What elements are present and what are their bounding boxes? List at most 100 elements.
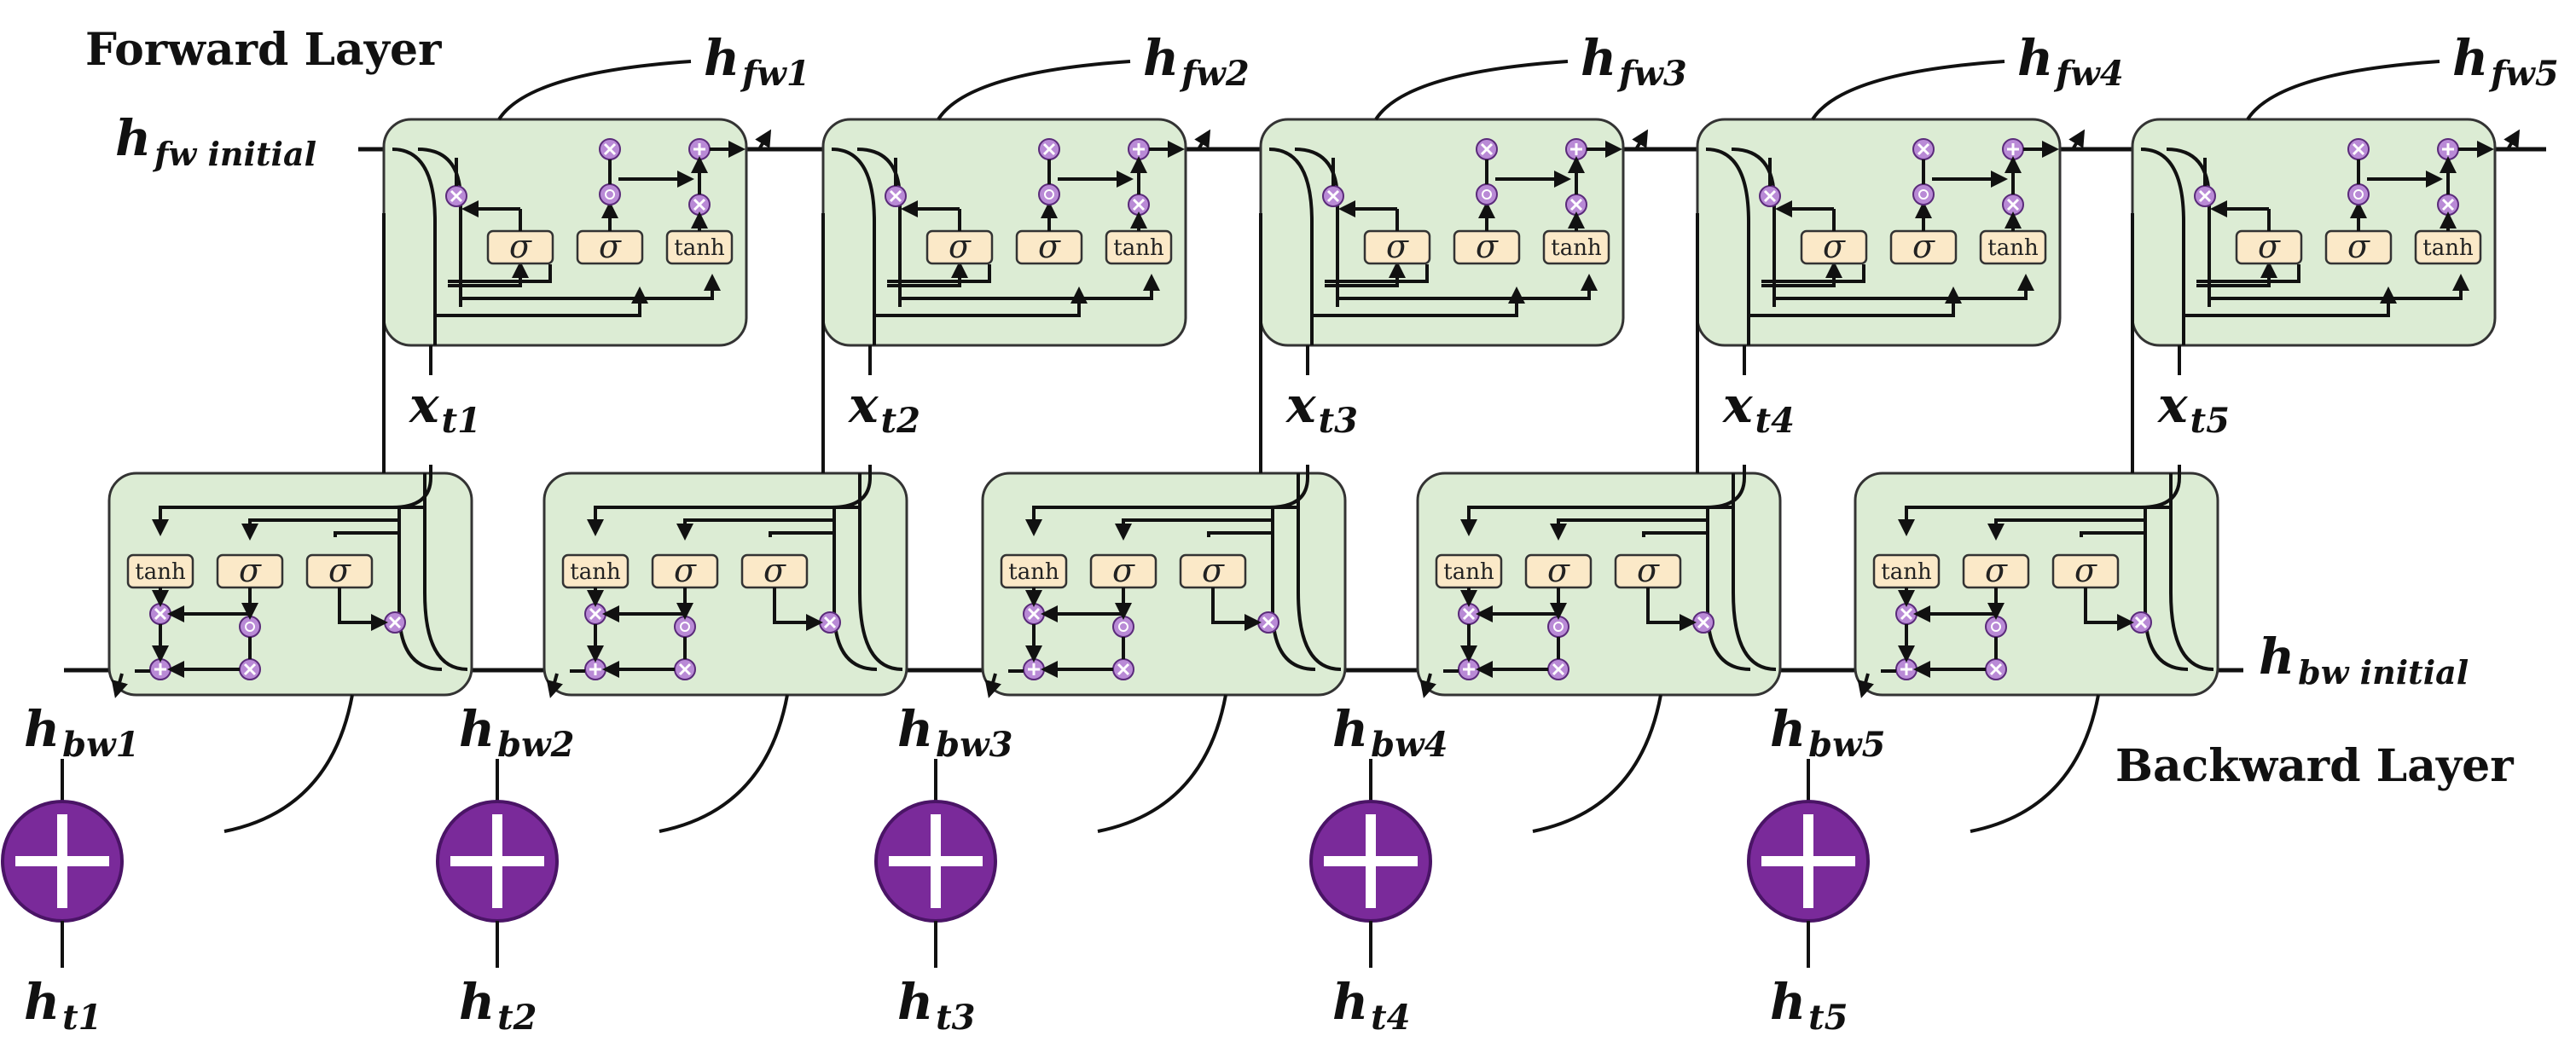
connector-path bbox=[2080, 531, 2145, 537]
h-fw-label: hfw2 bbox=[1143, 29, 1250, 94]
op-glyph bbox=[2441, 198, 2455, 211]
gate-label: tanh bbox=[1987, 235, 2039, 261]
tanh-gate: tanh bbox=[1000, 553, 1068, 589]
sigma-gate: σ bbox=[1453, 228, 1521, 265]
connector-path bbox=[2140, 148, 2185, 345]
multiply-op-icon bbox=[584, 603, 606, 625]
connector-path bbox=[769, 531, 834, 537]
gate-label: σ bbox=[328, 552, 351, 589]
sigma-gate: σ bbox=[1363, 228, 1431, 265]
op-glyph bbox=[2353, 189, 2364, 200]
connector-path bbox=[448, 264, 552, 283]
tanh-op-icon bbox=[1547, 616, 1569, 638]
connector-path bbox=[1097, 694, 1227, 833]
connector-path bbox=[241, 518, 399, 541]
tanh-op-icon bbox=[674, 616, 696, 638]
op-circle bbox=[1112, 616, 1134, 638]
op-glyph bbox=[154, 607, 167, 621]
op-glyph bbox=[2352, 142, 2365, 156]
tanh-op-icon bbox=[599, 183, 621, 205]
gate-label: σ bbox=[2347, 228, 2370, 265]
connector-path bbox=[1337, 274, 1598, 300]
multiply-op-icon bbox=[1023, 603, 1045, 625]
op-glyph bbox=[1132, 198, 1146, 211]
op-glyph bbox=[605, 189, 615, 200]
op-glyph bbox=[823, 616, 837, 629]
op-circle bbox=[674, 616, 696, 638]
add-op-icon bbox=[1895, 658, 1917, 680]
op-glyph bbox=[1326, 189, 1340, 203]
connector-path bbox=[587, 506, 860, 536]
connector-path bbox=[887, 261, 968, 287]
op-glyph bbox=[1117, 663, 1130, 676]
sigma-gate: σ bbox=[1524, 552, 1593, 589]
op-glyph bbox=[1697, 616, 1710, 629]
multiply-op-icon bbox=[1476, 138, 1498, 160]
op-glyph bbox=[245, 622, 255, 632]
gate-label: tanh bbox=[135, 559, 186, 585]
multiply-op-icon bbox=[445, 185, 467, 207]
connector-path bbox=[1550, 518, 1708, 541]
tanh-gate: tanh bbox=[1979, 229, 2047, 265]
op-glyph bbox=[1991, 622, 2001, 632]
multiply-op-icon bbox=[2194, 185, 2216, 207]
op-glyph bbox=[1900, 607, 1913, 621]
tanh-op-icon bbox=[2347, 183, 2370, 205]
connector-path bbox=[887, 264, 991, 283]
op-glyph bbox=[693, 198, 706, 211]
op-glyph bbox=[2134, 616, 2148, 629]
h-t-output-label: ht3 bbox=[897, 973, 975, 1038]
gate-label: σ bbox=[1476, 228, 1499, 265]
connector-path bbox=[1325, 264, 1429, 283]
connector-path bbox=[1970, 694, 2100, 833]
gate-label: tanh bbox=[1551, 235, 1602, 261]
sigma-gate: σ bbox=[1179, 552, 1247, 589]
h-t-output-label: ht5 bbox=[1770, 973, 1848, 1038]
op-circle bbox=[1547, 616, 1569, 638]
op-glyph bbox=[1552, 663, 1565, 676]
gate-label: σ bbox=[1547, 552, 1570, 589]
connector-path bbox=[2169, 473, 2214, 671]
op-glyph bbox=[2198, 189, 2212, 203]
sigma-gate: σ bbox=[651, 552, 719, 589]
cell-box bbox=[107, 472, 473, 697]
op-glyph bbox=[1027, 607, 1041, 621]
tanh-op-icon bbox=[1912, 183, 1935, 205]
connector-path bbox=[392, 465, 432, 509]
h-fw-label: hfw1 bbox=[704, 29, 810, 94]
add-op-icon bbox=[688, 138, 711, 160]
multiply-op-icon bbox=[1128, 194, 1150, 216]
add-op-icon bbox=[1458, 658, 1480, 680]
op-glyph bbox=[388, 616, 402, 629]
connector-path bbox=[1532, 694, 1662, 833]
connector-path bbox=[2140, 465, 2181, 509]
backward-layer-title: Backward Layer bbox=[2115, 740, 2514, 792]
op-glyph bbox=[1989, 663, 2003, 676]
op-circle bbox=[2347, 183, 2370, 205]
multiply-op-icon bbox=[885, 185, 907, 207]
connector-path bbox=[1632, 129, 1649, 151]
connector-path bbox=[2084, 587, 2134, 631]
op-glyph bbox=[450, 189, 463, 203]
connector-path bbox=[1325, 261, 1406, 287]
sum-node-icon bbox=[1, 800, 124, 923]
forward-lstm-cell: σ σ tanh bbox=[1259, 118, 1649, 347]
multiply-op-icon bbox=[2130, 611, 2152, 634]
connector-path bbox=[831, 465, 872, 509]
gate-label: σ bbox=[2074, 552, 2097, 589]
sigma-gate: σ bbox=[1962, 552, 2030, 589]
connector-path bbox=[2246, 60, 2440, 121]
multiply-op-icon bbox=[1759, 185, 1781, 207]
gate-label: tanh bbox=[674, 235, 725, 261]
